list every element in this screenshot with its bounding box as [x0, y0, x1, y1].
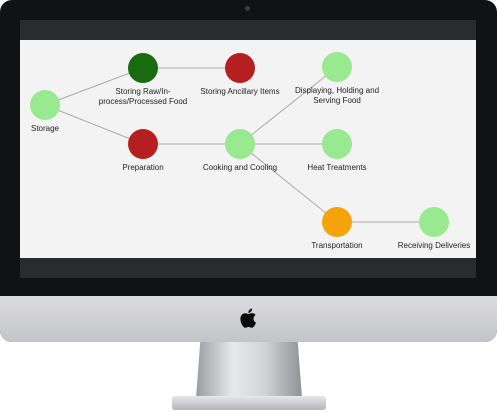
node-label-heat: Heat Treatments [307, 163, 366, 172]
monitor-stand-foot [172, 396, 326, 410]
node-label-cooking: Cooking and Cooling [203, 163, 277, 172]
monitor-stand-neck [196, 342, 302, 398]
node-label-storing-ancillary: Storing Ancillary Items [200, 87, 279, 96]
graph-canvas: Storage Storing Raw/In-process/Processed … [20, 40, 476, 258]
edge-cooking-displaying [239, 66, 338, 145]
node-label-storing-raw: process/Processed Food [99, 97, 188, 106]
node-label-storing-raw: Storing Raw/In- [115, 87, 170, 96]
node-label-receiving: Receiving Deliveries [398, 241, 470, 250]
camera-icon [245, 6, 250, 11]
screen: Storage Storing Raw/In-process/Processed … [20, 20, 476, 278]
node-heat[interactable] [322, 129, 352, 159]
imac-monitor: Storage Storing Raw/In-process/Processed … [0, 0, 497, 342]
node-transportation[interactable] [322, 207, 352, 237]
apple-logo-icon [240, 308, 256, 328]
node-label-displaying: Serving Food [313, 96, 361, 105]
node-storing-ancillary[interactable] [225, 53, 255, 83]
node-label-storage: Storage [31, 124, 60, 133]
edge-cooking-transportation [239, 143, 338, 223]
bottom-bar [20, 258, 476, 278]
node-displaying[interactable] [322, 52, 352, 82]
process-graph: Storage Storing Raw/In-process/Processed … [30, 52, 470, 250]
node-receiving[interactable] [419, 207, 449, 237]
edge-storage-storing-raw [44, 67, 144, 106]
node-cooking[interactable] [225, 129, 255, 159]
node-label-transportation: Transportation [311, 241, 362, 250]
top-bar [20, 20, 476, 40]
node-label-displaying: Displaying, Holding and [295, 86, 379, 95]
node-preparation[interactable] [128, 129, 158, 159]
node-storing-raw[interactable] [128, 53, 158, 83]
edge-storage-preparation [44, 104, 144, 145]
node-storage[interactable] [30, 90, 60, 120]
node-label-preparation: Preparation [122, 163, 163, 172]
